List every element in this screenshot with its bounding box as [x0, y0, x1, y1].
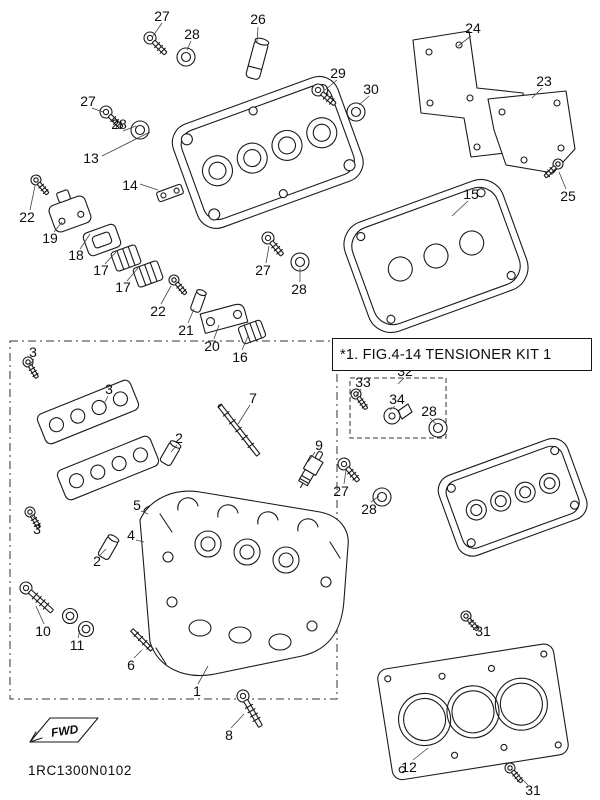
- fwd-label: FWD: [50, 722, 79, 740]
- part-callout-8-43: 8: [225, 727, 233, 743]
- part-callout-27-0: 27: [154, 8, 170, 24]
- part-callout-31-46: 31: [525, 782, 541, 798]
- part-callout-21-21: 21: [178, 322, 194, 338]
- part-callout-16-23: 16: [232, 349, 248, 365]
- part-union-bolt-10: [16, 578, 57, 617]
- part-callout-2-38: 2: [93, 553, 101, 569]
- part-callout-23-6: 23: [536, 73, 552, 89]
- part-callout-10-39: 10: [35, 623, 51, 639]
- part-callout-33-25: 33: [355, 374, 371, 390]
- part-callout-26-2: 26: [250, 11, 266, 27]
- part-reed-plate-17-a: [110, 244, 142, 272]
- part-stud-6: [130, 628, 154, 652]
- part-callout-2-33: 2: [175, 430, 183, 446]
- part-callout-4-36: 4: [127, 527, 135, 543]
- part-plate-16: [237, 319, 267, 345]
- part-cylinder-head-cover: [171, 75, 364, 229]
- part-cam-caps-b: [56, 435, 160, 501]
- part-callout-3-30: 3: [29, 344, 37, 360]
- part-callout-22-20: 22: [150, 303, 166, 319]
- part-callout-29-3: 29: [330, 65, 346, 81]
- part-callout-14-10: 14: [122, 177, 138, 193]
- part-callout-28-27: 28: [421, 403, 437, 419]
- part-callout-27-28: 27: [333, 483, 349, 499]
- part-callout-20-22: 20: [204, 338, 220, 354]
- part-plate-23: [487, 90, 576, 174]
- part-bolt-22-a: [28, 172, 52, 198]
- part-kit-head-cover: [437, 437, 588, 557]
- part-callout-12-45: 12: [401, 759, 417, 775]
- part-bolt-27-a: [140, 28, 171, 59]
- part-seal-11-a: [61, 607, 79, 625]
- fwd-arrow: FWD: [29, 717, 99, 743]
- part-cam-caps-a: [36, 379, 140, 445]
- part-seal-28-a: [176, 47, 196, 67]
- leader-lines: [28, 22, 567, 786]
- part-callout-13-9: 13: [83, 150, 99, 166]
- part-callout-5-35: 5: [133, 497, 141, 513]
- part-callout-27-7: 27: [80, 93, 96, 109]
- part-callout-28-1: 28: [184, 26, 200, 42]
- part-callout-7-32: 7: [249, 390, 257, 406]
- diagram-code: 1RC1300N0102: [28, 763, 133, 778]
- part-callout-18-14: 18: [68, 247, 84, 263]
- part-bolt-31-b: [502, 760, 526, 786]
- part-tensioner-34: [383, 403, 413, 425]
- part-stud-7: [217, 403, 261, 457]
- part-reed-plate-17-b: [132, 260, 164, 288]
- part-callout-9-34: 9: [315, 437, 323, 453]
- part-bolt-27-d: [334, 454, 364, 486]
- part-callout-31-44: 31: [475, 623, 491, 639]
- part-callout-27-18: 27: [255, 262, 271, 278]
- part-seal-30: [346, 102, 366, 122]
- part-callout-1-42: 1: [193, 683, 201, 699]
- part-callout-19-13: 19: [42, 230, 58, 246]
- part-callout-28-29: 28: [361, 501, 377, 517]
- part-spark-plug-9: [298, 450, 324, 489]
- tensioner-kit-note: *1. FIG.4-14 TENSIONER KIT 1: [332, 338, 592, 371]
- part-callout-17-16: 17: [115, 279, 131, 295]
- part-bolt-27-c: [258, 228, 288, 260]
- part-callout-22-12: 22: [19, 209, 35, 225]
- part-callout-17-15: 17: [93, 262, 109, 278]
- part-bracket-20: [199, 303, 249, 334]
- part-callout-3-31: 3: [105, 381, 113, 397]
- part-callout-15-17: 15: [463, 186, 479, 202]
- part-bolt-22-b: [166, 272, 190, 298]
- part-seal-28-d: [428, 418, 448, 438]
- part-cover-gasket-15: [343, 178, 529, 334]
- part-callout-6-41: 6: [127, 657, 135, 673]
- tensioner-kit-dashed-box: [349, 377, 447, 439]
- part-bracket-14: [156, 183, 184, 203]
- part-callout-34-26: 34: [389, 391, 405, 407]
- part-callout-28-8: 28: [111, 116, 127, 132]
- part-cylinder-head: [139, 490, 349, 677]
- part-callout-24-5: 24: [465, 20, 481, 36]
- part-callout-3-37: 3: [33, 521, 41, 537]
- part-callout-30-4: 30: [363, 81, 379, 97]
- part-plate-18: [82, 223, 122, 257]
- part-cover-19: [48, 189, 92, 233]
- part-head-gasket-12: [377, 643, 569, 781]
- part-dowel-26: [245, 37, 270, 80]
- part-spacer-21: [190, 289, 207, 313]
- part-callout-28-19: 28: [291, 281, 307, 297]
- part-seal-11-b: [77, 620, 95, 638]
- part-seal-28-b: [130, 120, 150, 140]
- part-callout-11-40: 11: [69, 637, 85, 653]
- part-callout-25-11: 25: [560, 188, 576, 204]
- part-bolt-8: [234, 687, 267, 730]
